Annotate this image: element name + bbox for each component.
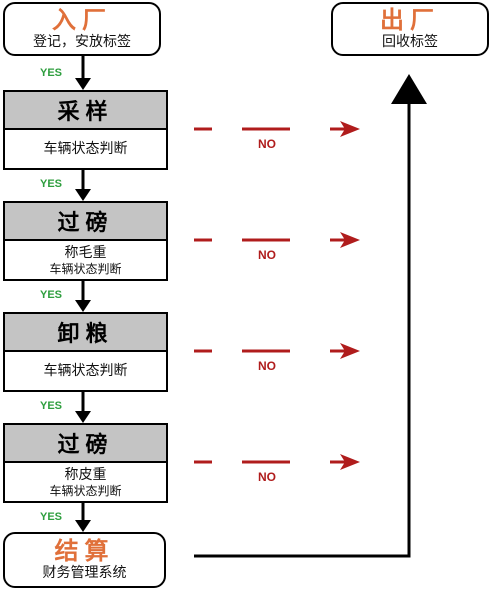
end-node: 出厂 回收标签 (331, 2, 489, 56)
return-path (194, 74, 427, 558)
no-label: NO (258, 137, 276, 151)
no-label: NO (258, 470, 276, 484)
end-subtitle: 回收标签 (382, 34, 438, 50)
step-detail: 车辆状态判断 (43, 362, 128, 379)
yes-label: YES (40, 511, 63, 523)
step-weigh-gross: 过磅 称毛重 车辆状态判断 (3, 201, 168, 281)
step-title: 过磅 (5, 425, 166, 463)
step-detail: 称皮重 (64, 466, 107, 483)
yes-label: YES (40, 178, 63, 190)
end-title: 出厂 (380, 6, 440, 34)
step-title: 采样 (5, 92, 166, 130)
step-detail: 车辆状态判断 (43, 140, 128, 157)
step-sampling: 采样 车辆状态判断 (3, 90, 168, 170)
no-label: NO (258, 248, 276, 262)
no-label: NO (258, 359, 276, 373)
step-unload: 卸粮 车辆状态判断 (3, 312, 168, 392)
step-weigh-tare: 过磅 称皮重 车辆状态判断 (3, 423, 168, 503)
step-title: 过磅 (5, 203, 166, 241)
step-detail: 车辆状态判断 (49, 483, 122, 498)
start-node: 入厂 登记，安放标签 (3, 2, 161, 56)
start-title: 入厂 (52, 6, 112, 34)
start-subtitle: 登记，安放标签 (33, 34, 131, 50)
step-detail: 称毛重 (64, 244, 107, 261)
step-detail: 车辆状态判断 (49, 261, 122, 276)
yes-label: YES (40, 289, 63, 301)
settlement-title: 结算 (54, 537, 115, 565)
settlement-subtitle: 财务管理系统 (42, 565, 127, 581)
yes-label: YES (40, 400, 63, 412)
settlement-node: 结算 财务管理系统 (3, 532, 166, 588)
step-title: 卸粮 (5, 314, 166, 352)
yes-label: YES (40, 67, 63, 79)
down-arrows (75, 56, 91, 532)
no-arrows (194, 121, 360, 470)
